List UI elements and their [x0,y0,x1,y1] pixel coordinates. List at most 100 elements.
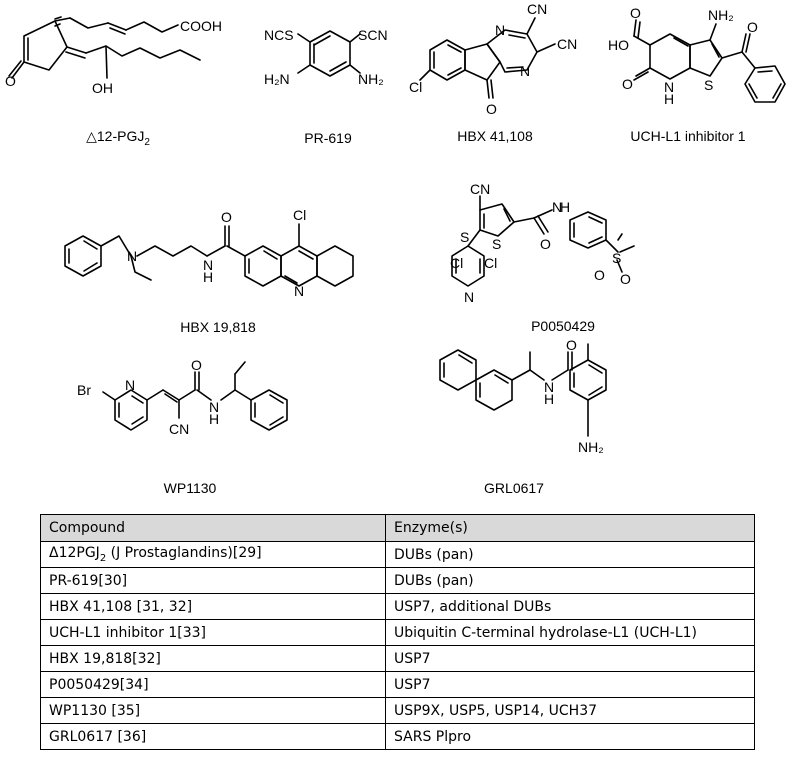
label-n: N [209,399,219,415]
label-h: H [560,199,570,215]
label-n-pyridine: N [125,377,135,393]
structure-pr619: NCS SCN H₂N NH₂ [264,27,388,87]
header-enzymes: Enzyme(s) [385,514,755,542]
pyridine-ring [114,389,148,431]
compound-cell: UCH-L1 inhibitor 1[33] [40,619,386,646]
compound-cell: GRL0617 [36] [40,723,386,750]
compound-cell: P0050429[34] [40,671,386,698]
enzyme-cell: USP9X, USP5, USP14, UCH37 [385,697,755,724]
label-nh2-right: NH₂ [358,71,384,87]
label-cl: Cl [409,79,422,95]
label-n-bottom: N [520,63,530,79]
caption-pgj2: △12-PGJ2 [86,128,150,148]
table-row: P0050429[34] USP7 [40,671,755,698]
label-o-amide: O [540,236,551,252]
label-o-lactam: O [622,76,633,92]
label-scn: SCN [358,27,388,43]
table-row: HBX 41,108 [31, 32] USP7, additional DUB… [40,593,755,620]
structure-wp1130: Br N O CN N H [77,357,288,437]
label-s: S [704,77,713,93]
pyridine-ring [451,245,485,287]
label-o2: O [620,271,631,287]
benzyl-ring [64,235,102,277]
caption-uchl1: UCH-L1 inhibitor 1 [630,128,746,144]
caption-hbx41108: HBX 41,108 [457,128,533,144]
label-nh: N [203,257,213,273]
label-cn: CN [470,181,490,197]
table-header-row: Compound Enzyme(s) [40,514,755,542]
phenyl-ring [744,65,786,103]
label-h: H [203,269,213,285]
label-o: O [566,337,577,353]
label-s-ring: S [492,236,501,252]
naphthalene-ring-b [475,369,513,411]
enzyme-cell: DUBs (pan) [385,567,755,594]
label-h: H [544,391,554,407]
label-n-ring: N [294,283,304,299]
label-cn: CN [169,421,189,437]
pyridone-ring [649,33,691,80]
table-row: HBX 19,818[32] USP7 [40,645,755,672]
label-h: H [664,91,674,107]
structure-grl0617: N H O NH₂ [439,337,607,455]
label-n-pyridine: N [464,289,474,305]
table-row: GRL0617 [36] SARS Plpro [40,723,755,750]
five-membered-ring [464,43,501,81]
enzyme-cell: USP7 [385,671,755,698]
caption-hbx19818: HBX 19,818 [180,319,256,335]
structure-uchl1: NH₂ O HO O O N H S [608,5,786,107]
label-cl-right: Cl [484,255,497,271]
label-cn1: CN [527,1,547,17]
label-s-sulfonyl: S [612,250,621,266]
label-h: H [209,411,219,427]
table-row: Δ12PGJ2 (J Prostaglandins)[29] DUBs (pan… [40,541,755,568]
label-o: O [221,209,232,225]
label-cooh: COOH [180,18,222,34]
structure-p0050429: CN S S Cl Cl N O N H S O O [450,181,635,305]
label-o: O [486,101,497,117]
naphthalene-ring-a [439,349,477,391]
label-o-ketone: O [747,19,758,35]
label-n-top: N [495,22,505,38]
benzene-ring [569,211,607,249]
compound-cell: WP1130 [35] [40,697,386,724]
label-s-link: S [460,229,469,245]
compound-cell: Δ12PGJ2 (J Prostaglandins)[29] [40,541,386,568]
label-cn2: CN [557,36,577,52]
label-ho: HO [608,37,629,53]
chlorobenzene-ring [429,39,466,81]
enzyme-cell: SARS Plpro [385,723,755,750]
label-ncs: NCS [264,27,294,43]
enzyme-cell: USP7 [385,645,755,672]
label-o: O [191,357,202,373]
label-oxo: O [5,73,16,89]
label-cl-left: Cl [450,255,463,271]
compound-enzyme-table: Compound Enzyme(s) Δ12PGJ2 (J Prostaglan… [40,514,755,750]
caption-wp1130: WP1130 [163,480,217,496]
label-n-amine: N [127,248,137,264]
label-n: N [544,379,554,395]
enzyme-cell: DUBs (pan) [385,541,755,568]
cyclopentenone-ring [23,20,68,71]
label-br: Br [77,382,91,398]
label-o-acid: O [630,5,641,21]
structure-hbx41108: Cl O N N CN CN [409,1,577,117]
label-nh2: NH₂ [578,439,604,455]
header-compound: Compound [40,514,386,542]
benzene-ring [309,30,351,77]
benzene-ring [569,359,607,401]
cyclohexane-ring [316,245,354,287]
structure-pgj2: O COOH OH [5,16,222,96]
compound-cell: HBX 41,108 [31, 32] [40,593,386,620]
caption-pr619: PR-619 [304,130,352,146]
label-cl: Cl [293,207,306,223]
label-n: N [664,79,674,95]
label-o1: O [594,267,605,283]
compound-cell: HBX 19,818[32] [40,645,386,672]
table-row: PR-619[30] DUBs (pan) [40,567,755,594]
label-nh: N [552,199,562,215]
label-nh2-left: H₂N [264,71,290,87]
acridine-ring-a [244,245,282,287]
enzyme-cell: Ubiquitin C-terminal hydrolase-L1 (UCH-L… [385,619,755,646]
caption-p0050429: P0050429 [531,318,595,334]
